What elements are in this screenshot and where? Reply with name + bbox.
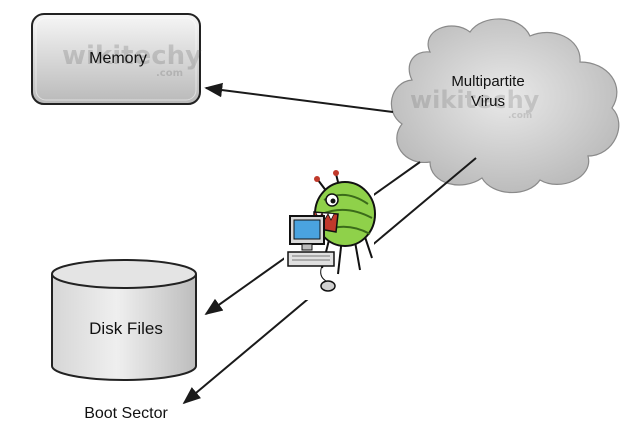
watermark-cloud: wikitechy .com — [410, 86, 540, 121]
watermark-brand-2: wikitechy — [410, 86, 540, 114]
arrow-to-memory — [204, 82, 394, 113]
disk-files-node — [51, 259, 197, 381]
virus-label-line2: Virus — [471, 93, 505, 110]
watermark-suffix-2: .com — [508, 111, 532, 121]
watermark-memory: wikitechy .com — [62, 41, 202, 79]
virus-label-line1: Multipartite — [451, 73, 524, 90]
disk-files-label: Disk Files — [89, 319, 163, 338]
watermark-suffix-1: .com — [156, 68, 183, 79]
memory-label: Memory — [89, 50, 147, 67]
memory-node — [31, 13, 201, 105]
watermark-brand-1: wikitechy — [62, 41, 202, 71]
bug-attacking-computer-icon — [284, 170, 376, 300]
boot-sector-label: Boot Sector — [84, 405, 168, 422]
virus-cloud — [390, 18, 620, 194]
